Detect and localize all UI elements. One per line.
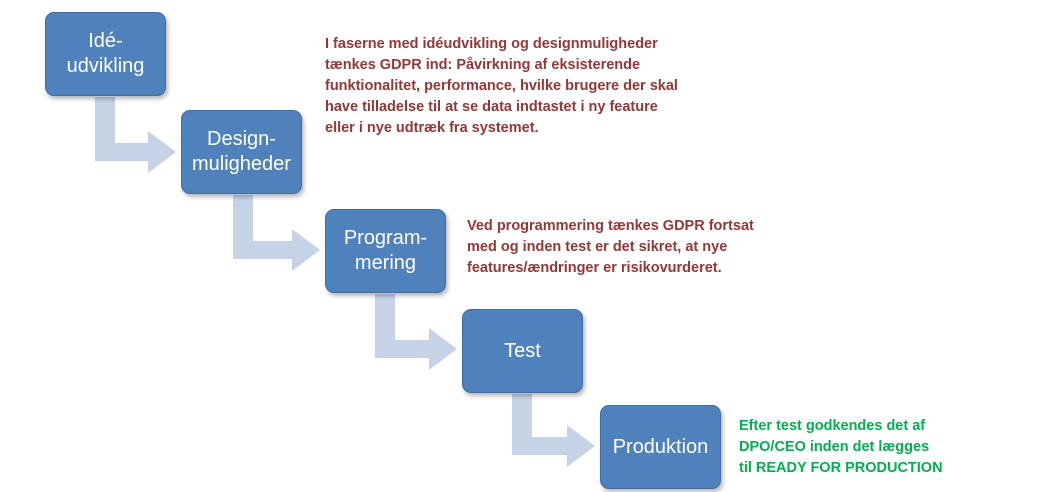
step-label: Design- muligheder [192, 128, 291, 175]
step-box-designmuligheder: Design- muligheder [181, 110, 302, 194]
step-box-ideudvikling: Idé- udvikling [45, 12, 166, 96]
arrow-step4-to-step5 [512, 394, 595, 467]
step-label: Produktion [612, 435, 709, 458]
step-label: Program- mering [343, 227, 428, 274]
step-box-produktion: Produktion [600, 405, 721, 489]
arrow-step3-to-step4 [375, 294, 457, 370]
arrow-step1-to-step2 [95, 97, 176, 173]
step-box-programmering: Program- mering [325, 209, 446, 293]
note-programming-phase: Ved programmering tænkes GDPR fortsat me… [467, 218, 754, 276]
step-label: Idé- udvikling [66, 30, 145, 77]
note-design-phase: I faserne med idéudvikling og designmuli… [325, 36, 678, 136]
note-production-phase: Efter test godkendes det af DPO/CEO inde… [739, 418, 943, 476]
arrow-step2-to-step3 [233, 195, 320, 271]
step-label: Test [504, 339, 541, 362]
step-box-test: Test [462, 309, 583, 393]
